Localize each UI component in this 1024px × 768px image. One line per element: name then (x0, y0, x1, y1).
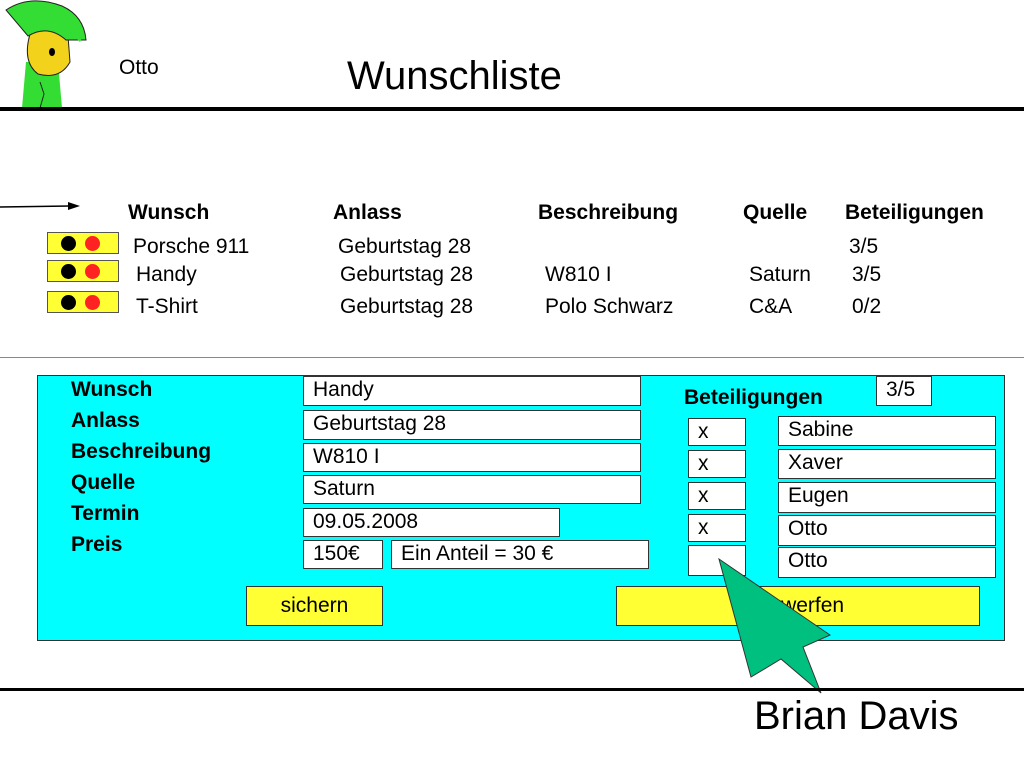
participant-checkbox[interactable] (688, 545, 746, 576)
avatar-icon (5, 0, 87, 109)
participant-name: Otto (778, 515, 996, 546)
label-anlass: Anlass (71, 409, 140, 432)
row-toggle[interactable] (47, 232, 119, 254)
row-toggle[interactable] (47, 291, 119, 313)
col-header-wunsch: Wunsch (128, 201, 210, 224)
quelle-field[interactable]: Saturn (303, 475, 641, 504)
beteiligungen-label: Beteiligungen (684, 386, 823, 409)
col-header-anlass: Anlass (333, 201, 402, 224)
table-row-2-beschreibung: W810 I (545, 263, 612, 286)
bottom-divider (0, 688, 1024, 691)
col-header-beschreibung: Beschreibung (538, 201, 679, 224)
arrow-right-icon (0, 202, 80, 210)
table-row-2-anlass: Geburtstag 28 (340, 263, 474, 286)
label-wunsch: Wunsch (71, 378, 153, 401)
row-toggle[interactable] (47, 260, 119, 282)
user-name: Otto (119, 56, 159, 79)
anlass-field[interactable]: Geburtstag 28 (303, 410, 641, 440)
table-row-3-quelle: C&A (749, 295, 793, 318)
table-row-2-quelle: Saturn (749, 263, 811, 286)
col-header-quelle: Quelle (743, 201, 808, 224)
table-row-2-beteiligungen: 3/5 (852, 263, 882, 286)
anteil-field: Ein Anteil = 30 € (391, 540, 649, 569)
participant-name: Eugen (778, 482, 996, 513)
beschreibung-field[interactable]: W810 I (303, 443, 641, 472)
status-dot-red (85, 236, 100, 251)
author-name: Brian Davis (754, 694, 959, 738)
table-row-1-wunsch[interactable]: Porsche 911 (133, 235, 250, 258)
participant-name: Otto (778, 547, 996, 578)
label-quelle: Quelle (71, 471, 136, 494)
participant-checkbox[interactable]: x (688, 418, 746, 446)
wunsch-field[interactable]: Handy (303, 376, 641, 406)
col-header-beteiligungen: Beteiligungen (845, 201, 984, 224)
label-preis: Preis (71, 533, 123, 556)
beteiligungen-count: 3/5 (876, 376, 932, 406)
status-dot-black (61, 236, 76, 251)
participant-checkbox[interactable]: x (688, 514, 746, 542)
termin-field[interactable]: 09.05.2008 (303, 508, 560, 537)
table-row-3-anlass: Geburtstag 28 (340, 295, 474, 318)
pointer-arrow-icon (718, 557, 832, 694)
top-divider (0, 107, 1024, 111)
page-title: Wunschliste (347, 54, 562, 98)
participant-name: Xaver (778, 449, 996, 479)
status-dot-red (85, 264, 100, 279)
save-button[interactable]: sichern (246, 586, 383, 626)
status-dot-black (61, 264, 76, 279)
status-dot-black (61, 295, 76, 310)
participant-name: Sabine (778, 416, 996, 446)
table-row-3-beteiligungen: 0/2 (852, 295, 882, 318)
table-row-3-beschreibung: Polo Schwarz (545, 295, 674, 318)
table-row-2-wunsch[interactable]: Handy (136, 263, 197, 286)
preis-field[interactable]: 150€ (303, 540, 383, 569)
table-row-1-anlass: Geburtstag 28 (338, 235, 472, 258)
participant-checkbox[interactable]: x (688, 482, 746, 510)
table-divider (0, 357, 1024, 358)
label-termin: Termin (71, 502, 140, 525)
participant-checkbox[interactable]: x (688, 450, 746, 478)
table-row-1-beteiligungen: 3/5 (849, 235, 879, 258)
label-beschreibung: Beschreibung (71, 440, 212, 463)
table-row-3-wunsch[interactable]: T-Shirt (136, 295, 198, 318)
status-dot-red (85, 295, 100, 310)
